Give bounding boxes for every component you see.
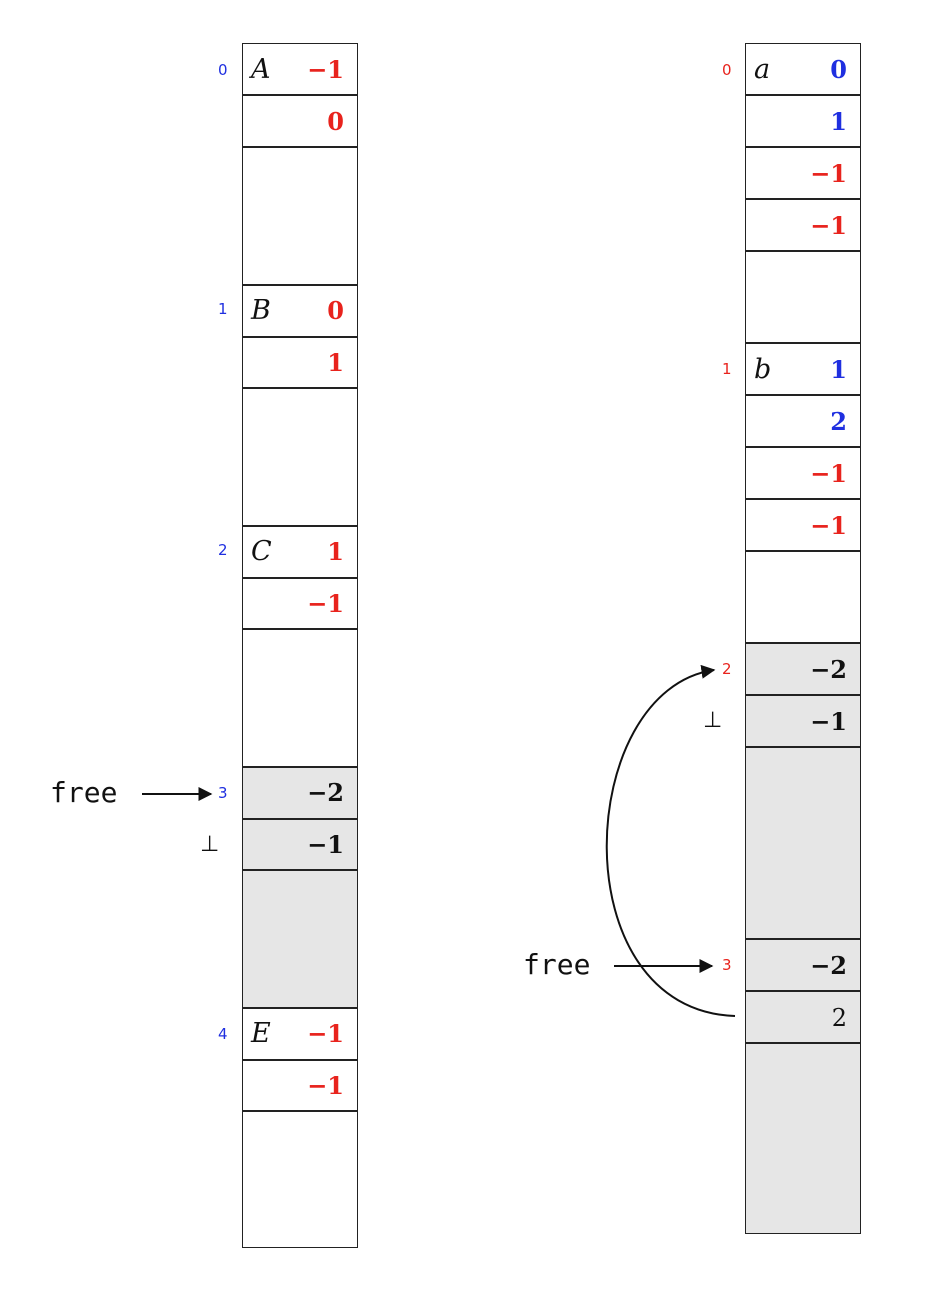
right-row-divider <box>745 1042 861 1044</box>
left-row-divider <box>242 94 358 96</box>
left-row-divider <box>242 284 358 286</box>
left-cell-value: −1 <box>307 1019 344 1048</box>
right-cell-value: 1 <box>830 355 847 384</box>
left-index-label: 2 <box>218 541 228 559</box>
right-row-divider <box>745 938 861 940</box>
right-free-pointer-label: free <box>523 948 591 981</box>
right-cell-value: 1 <box>830 107 847 136</box>
right-row-divider <box>745 250 861 252</box>
left-row-divider <box>242 1110 358 1112</box>
left-row-divider <box>242 1007 358 1009</box>
right-row-divider <box>745 642 861 644</box>
right-row-divider <box>745 342 861 344</box>
right-row-divider <box>745 694 861 696</box>
left-cell-value: 0 <box>327 107 344 136</box>
right-next-pointer-curve-arrow <box>605 664 736 1017</box>
right-row-divider <box>745 146 861 148</box>
right-bottom-symbol: ⊥ <box>703 708 723 733</box>
right-cell-value: −2 <box>810 951 847 980</box>
right-free-shaded-region <box>746 642 860 1233</box>
left-cell-value: −1 <box>307 830 344 859</box>
right-cell-value: −2 <box>810 655 847 684</box>
left-free-pointer-label: free <box>50 776 118 809</box>
right-row-divider <box>745 446 861 448</box>
left-cell-value: 0 <box>327 296 344 325</box>
left-row-divider <box>242 818 358 820</box>
left-row-divider <box>242 525 358 527</box>
right-row-divider <box>745 394 861 396</box>
right-cell-value: 2 <box>830 407 847 436</box>
right-row-divider <box>745 990 861 992</box>
left-node-letter: A <box>251 54 271 85</box>
right-cell-value: −1 <box>810 211 847 240</box>
right-row-divider <box>745 550 861 552</box>
right-node-letter: b <box>754 354 772 385</box>
right-index-label: 1 <box>722 360 732 378</box>
right-index-label: 0 <box>722 61 732 79</box>
left-cell-value: −2 <box>307 778 344 807</box>
right-row-divider <box>745 498 861 500</box>
right-cell-value: 0 <box>830 55 847 84</box>
right-row-divider <box>745 746 861 748</box>
right-cell-value: 2 <box>831 1004 847 1032</box>
left-index-label: 1 <box>218 300 228 318</box>
right-index-label: 3 <box>722 956 732 974</box>
left-row-divider <box>242 869 358 871</box>
left-index-label: 4 <box>218 1025 228 1043</box>
right-cell-value: −1 <box>810 159 847 188</box>
left-index-label: 3 <box>218 784 228 802</box>
right-cell-value: −1 <box>810 707 847 736</box>
right-node-letter: a <box>754 54 771 85</box>
left-row-divider <box>242 1059 358 1061</box>
left-cell-value: −1 <box>307 1071 344 1100</box>
right-cell-value: −1 <box>810 459 847 488</box>
left-node-letter: E <box>251 1018 271 1049</box>
left-row-divider <box>242 387 358 389</box>
left-cell-value: −1 <box>307 55 344 84</box>
left-cell-value: 1 <box>327 537 344 566</box>
left-row-divider <box>242 146 358 148</box>
right-row-divider <box>745 198 861 200</box>
right-row-divider <box>745 94 861 96</box>
left-node-letter: B <box>251 295 271 326</box>
left-row-divider <box>242 336 358 338</box>
right-index-label: 2 <box>722 660 732 678</box>
right-array-column: a b 0 1 −1 −1 1 2 −1 −1 −2 −1 −2 2 <box>745 43 861 1234</box>
left-row-divider <box>242 766 358 768</box>
left-free-shaded-region <box>243 766 357 1008</box>
left-cell-value: 1 <box>327 348 344 377</box>
left-cell-value: −1 <box>307 589 344 618</box>
left-index-label: 0 <box>218 61 228 79</box>
right-cell-value: −1 <box>810 511 847 540</box>
left-row-divider <box>242 628 358 630</box>
left-node-letter: C <box>251 536 272 567</box>
left-row-divider <box>242 577 358 579</box>
left-array-column: A B C E −1 0 0 1 1 −1 −2 −1 −1 −1 <box>242 43 358 1248</box>
left-bottom-symbol: ⊥ <box>200 832 220 857</box>
